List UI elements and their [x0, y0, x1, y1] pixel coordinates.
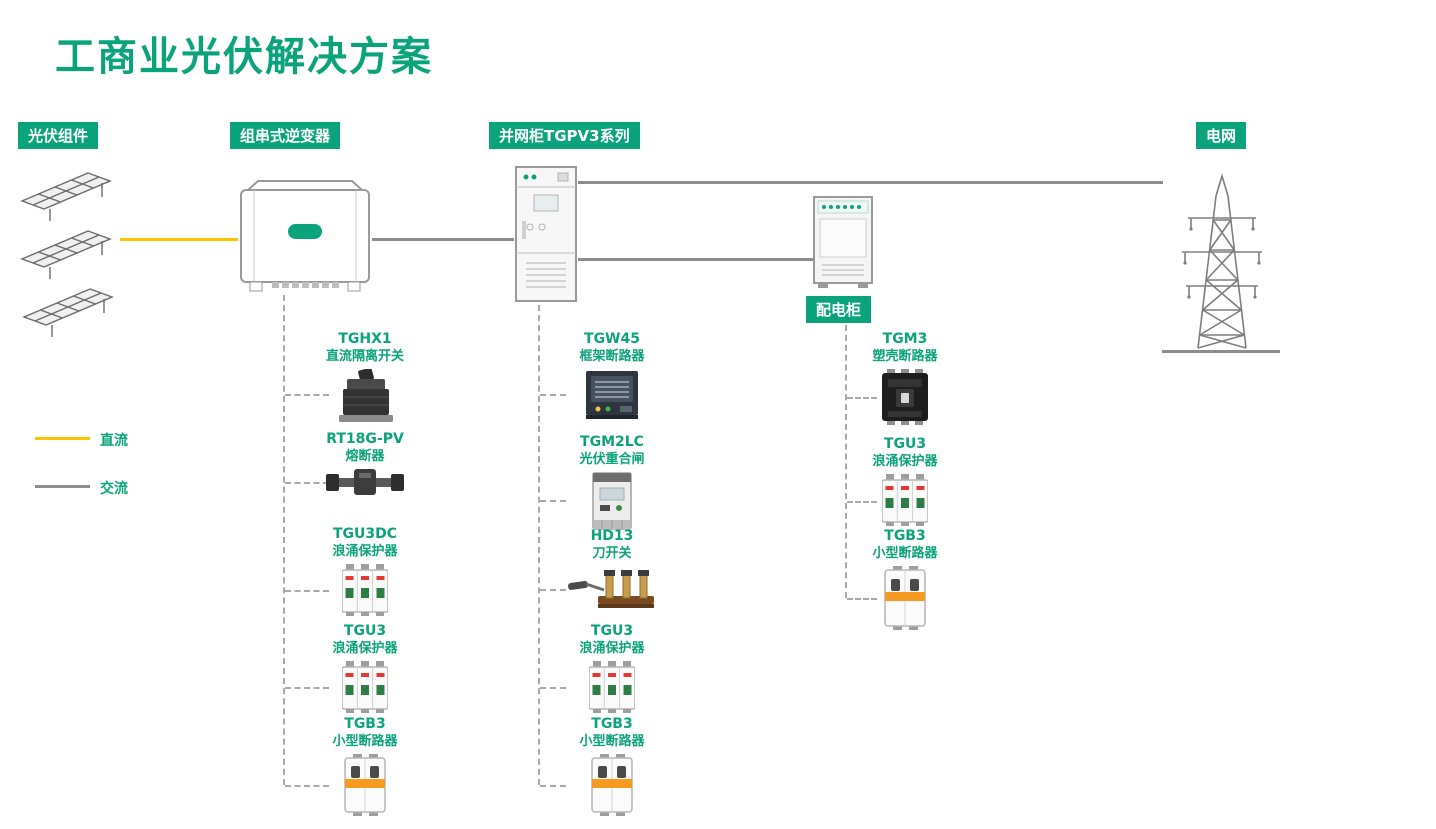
component-tgb3-grid-cabinet: TGB3 小型断路器	[564, 716, 660, 816]
dashed-stub	[540, 589, 566, 591]
surge-protector-illustration	[342, 661, 388, 713]
component-model: TGW45	[584, 331, 640, 347]
component-model: TGU3	[590, 623, 634, 639]
component-tgw45: TGW45 框架断路器	[564, 331, 660, 419]
dashed-stub	[285, 394, 329, 396]
ground-line	[1162, 350, 1280, 353]
component-hd13: HD13 刀开关	[564, 528, 660, 612]
dashed-stub	[285, 687, 329, 689]
dashed-stub	[540, 394, 566, 396]
component-model: TGU3	[883, 436, 927, 452]
component-model: TGHX1	[338, 331, 392, 347]
label-grid-cabinet: 并网柜TGPV3系列	[489, 122, 640, 149]
dashed-stub	[285, 785, 329, 787]
mini-circuit-breaker-illustration	[883, 566, 927, 630]
ac-line-cabinet-to-distribution	[578, 258, 813, 261]
surge-protector-illustration	[589, 661, 635, 713]
mini-circuit-breaker-illustration	[343, 754, 387, 816]
pv-recloser-illustration	[592, 472, 632, 530]
component-model: TGM2LC	[580, 434, 644, 450]
component-desc: 光伏重合闸	[579, 452, 645, 467]
component-desc: 刀开关	[592, 546, 632, 561]
transmission-tower-illustration	[1158, 160, 1286, 356]
component-model: RT18G-PV	[326, 431, 404, 447]
dashed-stub	[285, 590, 329, 592]
dashed-stub	[847, 397, 877, 399]
molded-case-breaker-illustration	[880, 369, 930, 425]
legend-ac-line	[35, 485, 90, 488]
component-tgu3-inverter: TGU3 浪涌保护器	[317, 623, 413, 713]
component-desc: 浪涌保护器	[579, 641, 645, 656]
legend-ac-label: 交流	[100, 481, 128, 497]
component-tgb3-inverter: TGB3 小型断路器	[317, 716, 413, 816]
component-desc: 熔断器	[345, 449, 385, 464]
component-desc: 浪涌保护器	[332, 641, 398, 656]
dashed-stub	[847, 501, 877, 503]
component-desc: 浪涌保护器	[332, 544, 398, 559]
label-pv-modules: 光伏组件	[18, 122, 99, 149]
component-tgu3-distribution: TGU3 浪涌保护器	[857, 436, 953, 526]
frame-circuit-breaker-illustration	[586, 369, 638, 419]
dashed-connector-grid-cabinet-column	[538, 305, 540, 785]
string-inverter-illustration	[238, 176, 372, 308]
component-model: TGB3	[884, 528, 926, 544]
label-distribution-cabinet: 配电柜	[806, 296, 872, 323]
dashed-stub	[540, 687, 566, 689]
dashed-stub	[285, 482, 329, 484]
dashed-stub	[847, 598, 877, 600]
knife-switch-illustration	[568, 566, 656, 612]
fuse-illustration	[326, 469, 404, 495]
component-desc: 小型断路器	[872, 546, 938, 561]
distribution-cabinet-illustration	[812, 195, 874, 294]
component-tgm3: TGM3 塑壳断路器	[857, 331, 953, 425]
component-model: TGU3	[343, 623, 387, 639]
component-desc: 小型断路器	[579, 734, 645, 749]
component-rt18g-pv: RT18G-PV 熔断器	[317, 431, 413, 495]
grid-cabinet-illustration	[514, 165, 578, 309]
component-tgu3-grid-cabinet: TGU3 浪涌保护器	[564, 623, 660, 713]
component-tgu3dc: TGU3DC 浪涌保护器	[317, 526, 413, 616]
dashed-stub	[540, 785, 566, 787]
dashed-connector-inverter-column	[283, 295, 285, 785]
ac-line-inverter-to-cabinet	[372, 238, 514, 241]
component-desc: 直流隔离开关	[325, 349, 404, 364]
label-grid: 电网	[1196, 122, 1247, 149]
component-model: TGU3DC	[332, 526, 398, 542]
component-model: TGM3	[882, 331, 928, 347]
ac-line-cabinet-to-grid	[578, 181, 1163, 184]
dc-line-panels-to-inverter	[120, 238, 238, 241]
dashed-connector-distribution-column	[845, 325, 847, 598]
legend-dc-line	[35, 437, 90, 440]
component-desc: 小型断路器	[332, 734, 398, 749]
component-tghx1: TGHX1 直流隔离开关	[317, 331, 413, 425]
surge-protector-illustration	[882, 474, 928, 526]
component-model: HD13	[590, 528, 634, 544]
component-model: TGB3	[344, 716, 386, 732]
label-string-inverter: 组串式逆变器	[230, 122, 341, 149]
component-tgm2lc: TGM2LC 光伏重合闸	[564, 434, 660, 530]
component-desc: 塑壳断路器	[872, 349, 938, 364]
component-desc: 浪涌保护器	[872, 454, 938, 469]
dc-isolator-switch-illustration	[335, 369, 395, 425]
dashed-stub	[540, 500, 566, 502]
mini-circuit-breaker-illustration	[590, 754, 634, 816]
pv-array-illustration	[20, 165, 120, 341]
component-model: TGB3	[591, 716, 633, 732]
surge-protector-illustration	[342, 564, 388, 616]
legend-dc-label: 直流	[100, 433, 128, 449]
component-desc: 框架断路器	[579, 349, 645, 364]
page-title: 工商业光伏解决方案	[55, 34, 433, 80]
component-tgb3-distribution: TGB3 小型断路器	[857, 528, 953, 630]
